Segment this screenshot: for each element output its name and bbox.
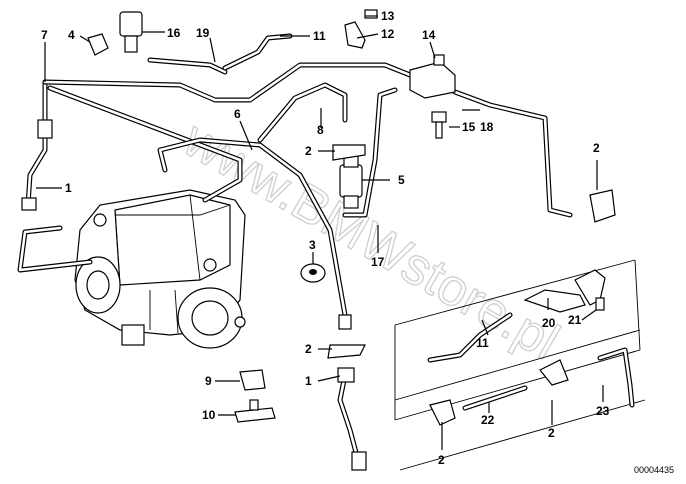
callout-13: 13 (381, 9, 395, 23)
callout-1-lower: 1 (305, 374, 312, 388)
variant-box-lower (394, 329, 646, 471)
callout-2-lower-right: 2 (548, 426, 555, 440)
clip-4 (87, 33, 109, 56)
hose-1-lower (337, 314, 367, 471)
callout-14: 14 (422, 28, 436, 42)
brake-pipes (17, 33, 573, 318)
callout-10: 10 (202, 408, 216, 422)
callout-2-top: 2 (305, 144, 312, 158)
image-code: 00004435 (634, 465, 674, 475)
leader-lines (36, 15, 604, 450)
callout-7: 7 (41, 28, 48, 42)
callout-15: 15 (462, 120, 476, 134)
callout-8: 8 (317, 123, 324, 137)
clip-2-middle (327, 344, 366, 359)
callout-12: 12 (381, 27, 395, 41)
filter-5 (339, 154, 363, 209)
callout-2-lower-left: 2 (438, 453, 445, 467)
callout-3: 3 (309, 238, 316, 252)
callout-20: 20 (542, 316, 556, 330)
callout-1-left: 1 (65, 181, 72, 195)
callout-23: 23 (596, 404, 610, 418)
clip-2-right (589, 189, 616, 223)
callout-2-middle: 2 (305, 342, 312, 356)
callout-18: 18 (480, 120, 494, 134)
clip-2-top (332, 144, 366, 161)
callout-2-right: 2 (593, 141, 600, 155)
callout-16: 16 (167, 26, 181, 40)
bracket-12 (344, 21, 366, 49)
callout-21: 21 (568, 313, 582, 327)
hydraulic-unit (74, 189, 246, 349)
callout-11-top: 11 (313, 29, 326, 43)
bracket-10 (234, 399, 276, 423)
callout-6: 6 (234, 107, 241, 121)
hose-1-upper (21, 119, 53, 211)
callout-11-bottom: 11 (476, 336, 489, 350)
callout-4: 4 (68, 28, 75, 42)
switch-16 (119, 11, 143, 53)
bolt-13 (364, 9, 378, 19)
callout-17: 17 (371, 255, 385, 269)
callout-5: 5 (398, 173, 405, 187)
callout-22: 22 (481, 413, 495, 427)
callouts: 7 4 16 19 11 13 12 14 1 6 8 15 18 2 5 2 … (41, 9, 610, 467)
callout-19: 19 (196, 26, 210, 40)
connector-14 (409, 54, 456, 99)
grommet-3 (300, 263, 326, 283)
variant-box-upper (394, 259, 641, 421)
clip-9 (239, 369, 266, 391)
callout-9: 9 (205, 374, 212, 388)
bolt-15 (431, 111, 447, 139)
